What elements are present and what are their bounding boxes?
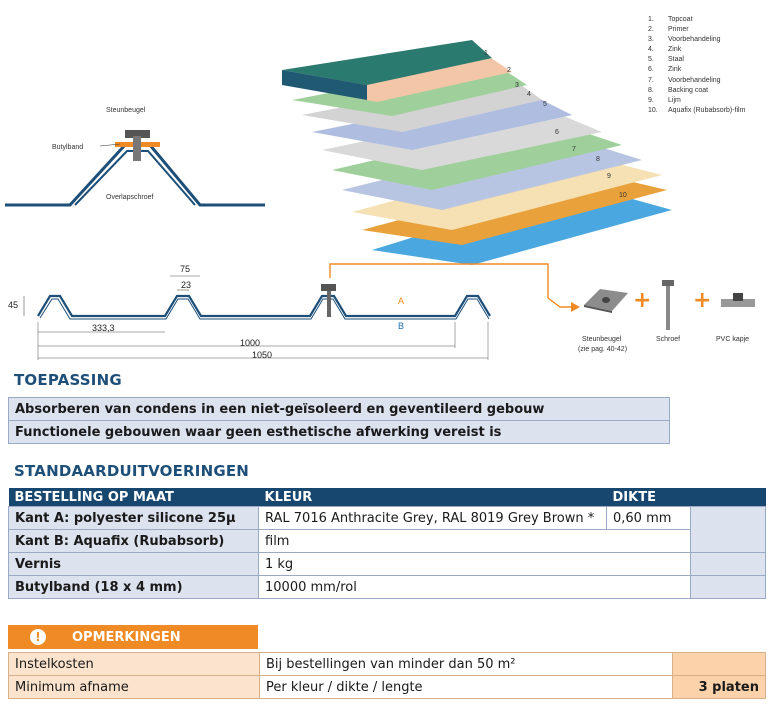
legend-name: Voorbehandeling <box>668 76 721 84</box>
dim-height: 45 <box>8 300 19 310</box>
layer-number-1: 1 <box>484 50 488 57</box>
opm-value: Bij bestellingen van minder dan 50 m² <box>259 652 673 676</box>
legend-name: Lijm <box>668 96 681 104</box>
warning-icon: ! <box>30 629 46 645</box>
opm-label: Instelkosten <box>8 652 260 676</box>
plus-icon: + <box>693 288 712 313</box>
dim-75: 75 <box>180 264 191 274</box>
table-header-row: BESTELLING OP MAAT KLEUR DIKTE <box>8 488 766 507</box>
legend-num: 5. <box>648 56 654 64</box>
dim-1000: 1000 <box>240 338 261 348</box>
layer-legend: 1. Topcoat 2. Primer 3. Voorbehandeling 4. Z… <box>648 15 745 116</box>
screw-label: Overlapschroef <box>106 194 154 201</box>
table-row: Kant B: Aquafix (Rubabsorb) film <box>8 529 766 553</box>
table-row: Absorberen van condens in een niet-geïso… <box>8 397 670 421</box>
opmerkingen-title: OPMERKINGEN <box>72 629 181 645</box>
row-spacer <box>690 506 766 553</box>
standaard-title: STANDAARDUITVOERINGEN <box>14 462 250 480</box>
standaard-table: BESTELLING OP MAAT KLEUR DIKTE Kant A: p… <box>8 488 766 599</box>
screw-icon <box>662 280 674 330</box>
layer-number-6: 6 <box>555 129 559 136</box>
opm-extra: 3 platen <box>672 675 766 699</box>
toepassing-table: Absorberen van condens in een niet-geïso… <box>8 397 670 444</box>
legend-name: Topcoat <box>668 16 693 23</box>
toepassing-row: Absorberen van condens in een niet-geïso… <box>8 397 670 421</box>
legend-num: 9. <box>648 96 654 104</box>
table-row: Minimum afname Per kleur / dikte / lengt… <box>8 675 766 699</box>
screw-caption: Schroef <box>656 336 681 343</box>
table-row: Instelkosten Bij bestellingen van minder… <box>8 652 766 676</box>
layer-number-9: 9 <box>607 173 611 180</box>
row-value: 10000 mm/rol <box>258 575 691 599</box>
opm-label: Minimum afname <box>8 675 260 699</box>
row-label: Vernis <box>8 552 259 576</box>
profile-cross-section <box>23 263 580 360</box>
opm-extra <box>672 652 766 676</box>
legend-num: 4. <box>648 46 654 54</box>
table-row: Vernis 1 kg <box>8 552 766 576</box>
layer-number-8: 8 <box>596 156 600 163</box>
toepassing-row: Functionele gebouwen waar geen esthetisc… <box>8 420 670 444</box>
table-row: Butylband (18 x 4 mm) 10000 mm/rol <box>8 575 766 599</box>
legend-num: 2. <box>648 26 654 34</box>
legend-num: 1. <box>648 16 654 23</box>
layer-stack-illustration <box>282 40 672 265</box>
layer-number-3: 3 <box>515 82 519 89</box>
opm-value: Per kleur / dikte / lengte <box>259 675 673 699</box>
header-dikte: DIKTE <box>606 488 691 507</box>
cap-caption: PVC kapje <box>716 336 750 343</box>
opmerkingen-header: ! OPMERKINGEN <box>8 625 258 649</box>
dim-23: 23 <box>181 280 192 290</box>
dim-1050: 1050 <box>252 350 273 360</box>
side-b-label: B <box>398 321 405 331</box>
legend-num: 8. <box>648 86 654 94</box>
toepassing-title: TOEPASSING <box>14 371 122 389</box>
layer-number-4: 4 <box>527 91 531 98</box>
row-value: 1 kg <box>258 552 691 576</box>
row-spacer <box>690 575 766 599</box>
table-row: Functionele gebouwen waar geen esthetisc… <box>8 420 670 444</box>
row-label: Kant B: Aquafix (Rubabsorb) <box>8 529 259 553</box>
legend-name: Voorbehandeling <box>668 36 721 44</box>
legend-num: 10. <box>648 106 658 114</box>
table-row: Kant A: polyester silicone 25µ RAL 7016 … <box>8 506 766 553</box>
layer-number-5: 5 <box>543 101 547 108</box>
bracket-icon <box>584 289 628 313</box>
legend-num: 7. <box>648 76 654 84</box>
legend-name: Zink <box>668 46 682 54</box>
side-a-label: A <box>398 296 405 306</box>
layer-number-7: 7 <box>572 146 576 153</box>
row-value: film <box>258 529 691 553</box>
layer-number-10: 10 <box>619 192 627 199</box>
legend-name: Aquafix (Rubabsorb)-film <box>668 106 746 114</box>
bracket-label: Steunbeugel <box>106 107 146 114</box>
header-blank <box>690 488 766 507</box>
bracket-caption: Steunbeugel <box>582 336 622 343</box>
legend-name: Primer <box>668 26 689 34</box>
legend-num: 6. <box>648 66 654 74</box>
overlap-detail-drawing <box>5 130 265 207</box>
bracket-note: (zie pag. 40-42) <box>578 346 628 353</box>
row-label: Butylband (18 x 4 mm) <box>8 575 259 599</box>
legend-name: Zink <box>668 66 682 74</box>
header-bestelling: BESTELLING OP MAAT <box>8 488 259 507</box>
legend-num: 3. <box>648 36 654 44</box>
legend-name: Staal <box>668 56 684 64</box>
butyl-label: Butylband <box>52 144 84 151</box>
row-value: RAL 7016 Anthracite Grey, RAL 8019 Grey … <box>258 506 607 530</box>
row-label: Kant A: polyester silicone 25µ <box>8 506 259 530</box>
plus-icon: + <box>633 288 652 313</box>
opmerkingen-table: Instelkosten Bij bestellingen van minder… <box>8 652 766 699</box>
row-dikte: 0,60 mm <box>606 506 691 530</box>
header-kleur: KLEUR <box>258 488 607 507</box>
row-spacer <box>690 552 766 576</box>
pvc-cap-icon <box>721 293 755 307</box>
dim-333: 333,3 <box>92 323 115 333</box>
legend-name: Backing coat <box>668 86 709 94</box>
layer-number-2: 2 <box>507 67 511 74</box>
